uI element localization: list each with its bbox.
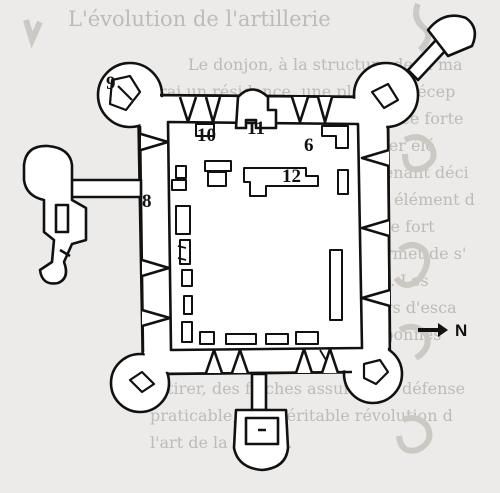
north-gatehouse [234, 88, 278, 130]
embrasure [178, 96, 198, 124]
northeast-outwork [406, 14, 477, 82]
embrasure [204, 348, 224, 374]
northeast-outwork-outline [426, 14, 477, 58]
west-barbican [22, 144, 143, 285]
interior-buildings [171, 123, 349, 345]
background-large-letters [23, 2, 437, 454]
embrasure [316, 96, 334, 124]
faded-letter-shape [393, 242, 431, 288]
wall-slit [177, 257, 187, 261]
building-block [181, 321, 193, 343]
embrasures-west [140, 132, 172, 328]
west-bridge [60, 178, 143, 199]
tower-ruins [108, 74, 400, 394]
keep-building [243, 167, 319, 197]
embrasure [320, 347, 340, 374]
building-block [175, 205, 191, 235]
building-block [295, 331, 319, 345]
building-block [175, 165, 187, 179]
embrasure [141, 308, 172, 328]
background-line: retirer, des flèches assurent la défense [150, 379, 465, 398]
northwest-tower-ruin [108, 74, 142, 112]
southwest-tower-ruin [128, 370, 156, 394]
southeast-tower-ruin [362, 358, 390, 386]
embrasure [360, 218, 390, 238]
north-label: N [455, 321, 467, 340]
embrasure [360, 148, 390, 168]
faded-letter-shape [23, 19, 43, 49]
fortress-plan [22, 14, 477, 472]
building-block [199, 331, 215, 345]
faded-letter-shape [402, 134, 437, 173]
building-block [183, 295, 193, 315]
embrasure [230, 348, 250, 374]
building-block [337, 169, 349, 195]
plan-labels: 9 10 11 6 12 8 [106, 73, 314, 212]
embrasure [294, 347, 314, 374]
wall-slit [319, 349, 327, 361]
building-block [329, 249, 343, 321]
wall-slits [177, 245, 327, 361]
embrasure [204, 96, 222, 124]
building-block [195, 123, 215, 137]
south-barbican [232, 372, 290, 472]
building-block [265, 333, 289, 345]
background-line: praticable, une véritable révolution d [150, 406, 453, 425]
faded-letter-shape [398, 323, 431, 361]
label-9: 9 [106, 73, 116, 94]
label-10: 10 [197, 125, 216, 146]
embrasures-top [178, 96, 334, 124]
label-8: 8 [142, 191, 152, 212]
embrasure [360, 288, 391, 308]
label-6: 6 [304, 135, 314, 156]
background-heading: L'évolution de l'artillerie [68, 7, 331, 31]
barbican-inner-rooms [54, 203, 71, 258]
embrasures-east [360, 148, 391, 308]
label-11: 11 [247, 118, 265, 139]
faded-letter-shape [396, 415, 433, 454]
building-block [321, 125, 349, 149]
south-barbican-outline [232, 408, 290, 472]
wall-slit [177, 245, 187, 249]
building-block [225, 333, 257, 345]
building-block [204, 160, 232, 172]
faded-letter-shape [413, 2, 432, 53]
building-block [179, 239, 191, 265]
north-indicator: N [418, 321, 467, 340]
embrasure [141, 258, 171, 278]
label-12: 12 [282, 166, 301, 187]
right-arrow-icon [418, 323, 448, 337]
embrasure [140, 132, 170, 152]
northeast-tower-ruin [370, 82, 400, 110]
south-barbican-inner [244, 416, 280, 446]
building-block [207, 171, 227, 187]
building-block [181, 269, 193, 287]
building-block [171, 179, 187, 191]
south-bridge [250, 372, 268, 412]
embrasures-south [204, 347, 340, 374]
embrasure [290, 96, 310, 124]
